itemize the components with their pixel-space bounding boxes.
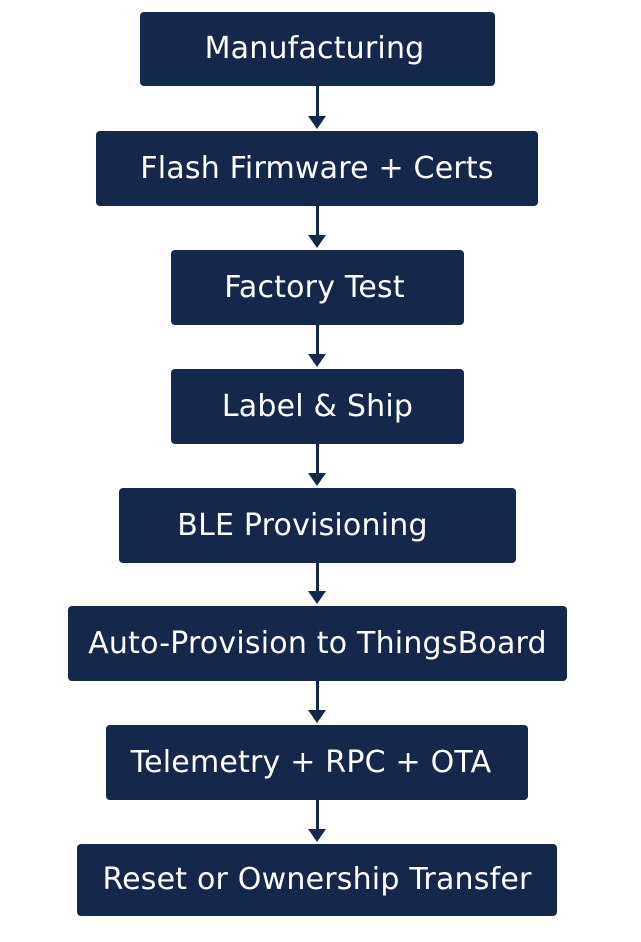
- connector-line: [316, 681, 319, 710]
- connector-line: [316, 444, 319, 473]
- step-label: Reset or Ownership Transfer: [102, 862, 532, 897]
- step-label: Label & Ship: [221, 388, 414, 424]
- arrow-down-icon: [308, 710, 326, 723]
- connector-line: [316, 325, 319, 354]
- arrow-down-icon: [308, 829, 326, 842]
- step-label: Factory Test: [224, 269, 405, 305]
- step-telemetry-rpc-ota: Telemetry + RPC + OTA: [106, 725, 528, 800]
- step-manufacturing: Manufacturing: [140, 12, 495, 86]
- arrow-down-icon: [308, 235, 326, 248]
- arrow-down-icon: [308, 116, 326, 129]
- connector-line: [316, 800, 319, 829]
- connector-line: [316, 86, 319, 116]
- step-label-ship: Label & Ship: [171, 369, 464, 444]
- step-reset-ownership-transfer: Reset or Ownership Transfer: [77, 844, 557, 916]
- step-label: Telemetry + RPC + OTA: [130, 744, 492, 780]
- connector-line: [316, 206, 319, 235]
- arrow-down-icon: [308, 591, 326, 604]
- step-ble-provisioning: BLE Provisioning: [119, 488, 516, 563]
- arrow-down-icon: [308, 473, 326, 486]
- step-label: Auto-Provision to ThingsBoard: [88, 625, 547, 661]
- step-label: Flash Firmware + Certs: [140, 150, 494, 186]
- step-label: BLE Provisioning: [177, 507, 428, 543]
- step-auto-provision: Auto-Provision to ThingsBoard: [68, 606, 567, 681]
- arrow-down-icon: [308, 354, 326, 367]
- step-label: Manufacturing: [204, 31, 425, 66]
- connector-line: [316, 563, 319, 591]
- step-flash-firmware: Flash Firmware + Certs: [96, 131, 538, 206]
- step-factory-test: Factory Test: [171, 250, 464, 325]
